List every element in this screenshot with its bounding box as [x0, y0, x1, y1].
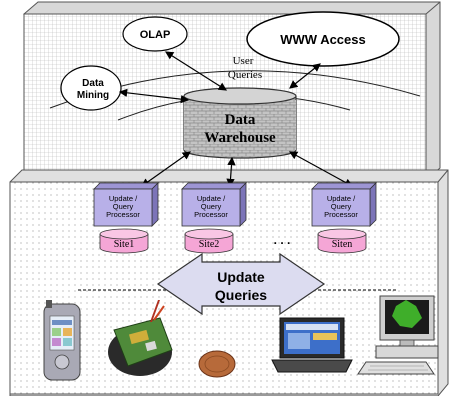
- top-arrows: [118, 51, 321, 104]
- processor-2-line3: Processor: [194, 210, 228, 219]
- user-queries-label-1: User: [233, 55, 254, 67]
- processor-3: Update / Query Processor: [311, 182, 377, 227]
- site-1-label: Site1: [114, 239, 135, 250]
- site-1: Site1: [99, 228, 149, 254]
- site-2: Site2: [184, 228, 234, 254]
- data-mining-label-2: Mining: [77, 90, 109, 101]
- pda-icon: [43, 300, 81, 381]
- processor-1-line3: Processor: [106, 210, 140, 219]
- data-mining-node: Data Mining: [60, 65, 122, 111]
- update-queries-label-1: Update: [217, 269, 265, 285]
- laptop-icon: [271, 317, 353, 373]
- warehouse-label-2: Warehouse: [204, 130, 276, 146]
- site-n: Siten: [317, 228, 367, 254]
- warehouse-label-1: Data: [225, 112, 256, 128]
- www-access-node: WWW Access: [246, 11, 400, 67]
- desktop-computer-icon: [357, 295, 439, 375]
- processor-1: Update / Query Processor: [93, 182, 159, 227]
- processor-1-line1: Update /: [109, 194, 138, 203]
- data-mining-label-1: Data: [82, 78, 104, 89]
- update-queries-arrow: Update Queries: [156, 252, 326, 316]
- processor-3-line1: Update /: [327, 194, 356, 203]
- penny-icon: [198, 350, 236, 378]
- processor-3-line3: Processor: [324, 210, 358, 219]
- olap-label: OLAP: [140, 29, 171, 41]
- olap-node: OLAP: [122, 16, 188, 52]
- processor-1-line2: Query: [113, 202, 134, 211]
- down-arrows: [141, 151, 354, 188]
- processor-2-line1: Update /: [197, 194, 226, 203]
- processor-2: Update / Query Processor: [181, 182, 247, 227]
- processor-3-line2: Query: [331, 202, 352, 211]
- www-access-label: WWW Access: [280, 32, 365, 47]
- sensor-board-icon: [108, 300, 173, 376]
- sites-ellipsis: . . .: [274, 233, 291, 247]
- site-2-label: Site2: [199, 239, 220, 250]
- data-warehouse-cylinder: Data Warehouse: [183, 87, 297, 159]
- user-queries-label-2: Queries: [228, 69, 262, 81]
- processor-2-line2: Query: [201, 202, 222, 211]
- update-queries-label-2: Queries: [215, 287, 267, 303]
- site-n-label: Siten: [332, 239, 353, 250]
